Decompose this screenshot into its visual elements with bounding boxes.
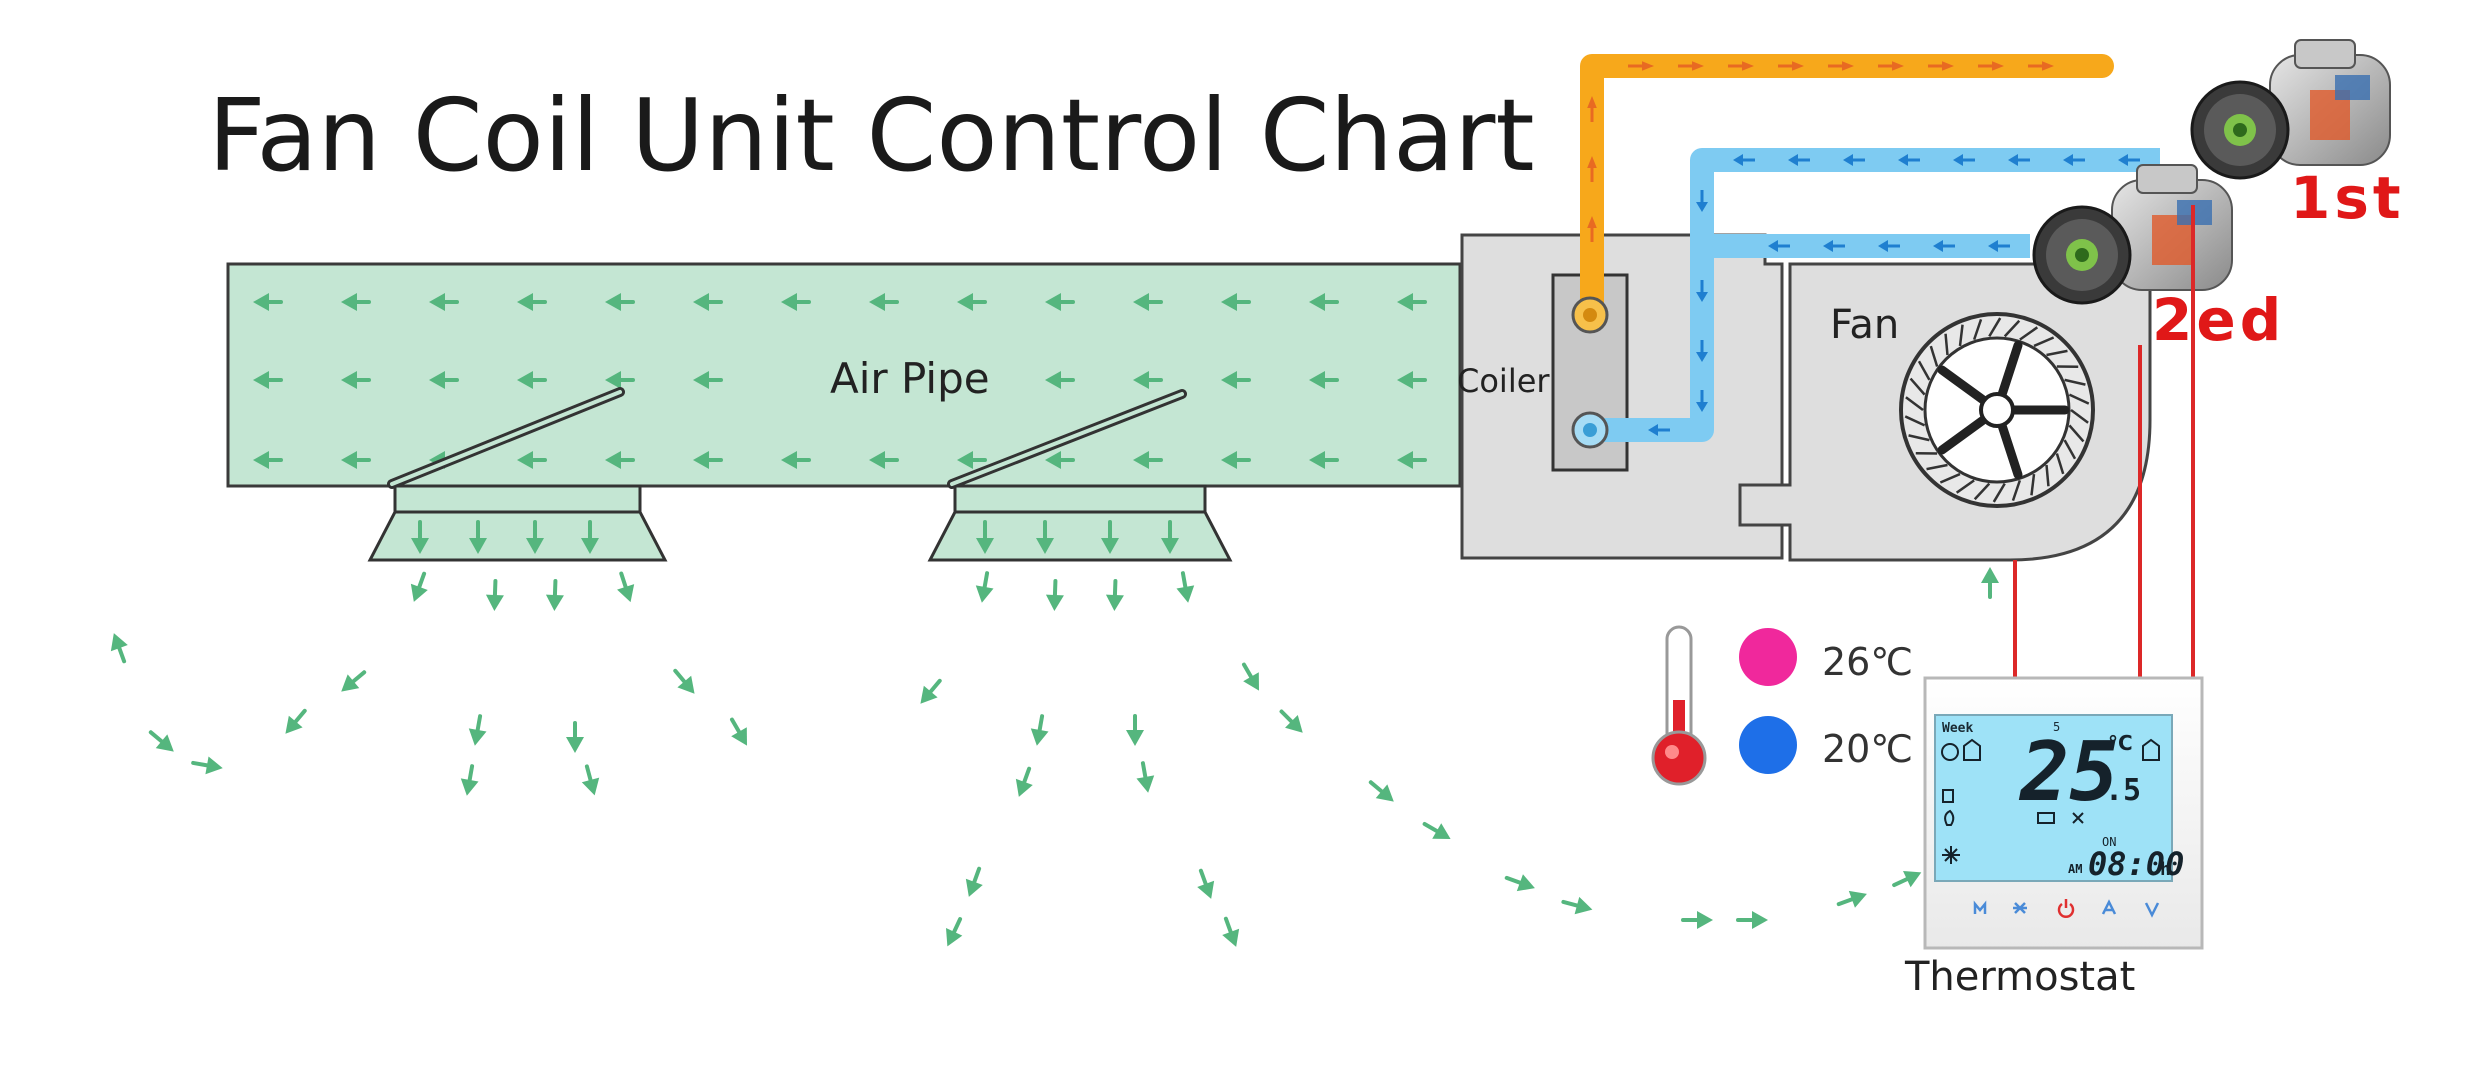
lcd-temperature-decimal: .5: [2105, 773, 2141, 808]
flow-arrow: [1561, 893, 1595, 918]
flow-arrow: [458, 765, 481, 798]
flow-arrow: [1045, 581, 1064, 612]
flow-arrow: [279, 705, 312, 740]
flow-arrow: [1420, 816, 1455, 847]
fan-label: Fan: [1830, 302, 1899, 348]
flow-arrow: [485, 581, 504, 612]
flow-arrow: [1126, 716, 1144, 746]
lcd-hour-unit: h: [2160, 859, 2171, 880]
diagram-title: Fan Coil Unit Control Chart: [208, 77, 1535, 194]
coiler-label: Coiler: [1457, 362, 1550, 400]
flow-arrow: [1504, 869, 1538, 896]
flow-arrow: [939, 915, 968, 950]
flow-arrow: [1738, 911, 1768, 929]
lcd-unit: °C: [2108, 731, 2133, 755]
flow-arrow: [566, 723, 584, 753]
flow-arrow: [1236, 660, 1267, 695]
flow-arrow: [668, 665, 701, 700]
flow-arrow: [1028, 715, 1051, 748]
flow-arrow: [1174, 572, 1197, 605]
flow-arrow: [545, 581, 564, 612]
flow-arrow: [1836, 885, 1870, 912]
compressor-icon: [2034, 165, 2232, 303]
flow-arrow: [1192, 868, 1219, 902]
flow-arrow: [145, 725, 180, 758]
flow-arrow: [1134, 762, 1157, 795]
flow-arrow: [1217, 916, 1244, 950]
flow-arrow: [1105, 581, 1124, 612]
flow-arrow: [973, 572, 996, 605]
stage-1-label: 1st: [2290, 164, 2405, 232]
flow-arrow: [405, 571, 432, 605]
flow-arrow: [724, 715, 755, 750]
thermostat-label: Thermostat: [1904, 954, 2135, 1000]
thermostat: Week 5 25 .5 °C ON AM 08:00 h: [1925, 678, 2202, 948]
lcd-temperature: 25: [2018, 725, 2119, 820]
flow-arrow: [1981, 567, 1999, 597]
flow-arrow: [1365, 775, 1400, 808]
flow-arrow: [1275, 705, 1309, 739]
legend-hot-label: 26℃: [1822, 640, 1913, 684]
flow-arrow: [192, 754, 225, 777]
flow-arrow: [613, 571, 639, 605]
flow-arrow: [335, 665, 370, 698]
flow-arrow: [578, 764, 603, 798]
compressor-icon: [2192, 40, 2390, 178]
flow-arrow: [914, 675, 947, 710]
flow-arrow: [960, 866, 987, 900]
lcd-am-label: AM: [2068, 862, 2082, 876]
air-pipe-label: Air Pipe: [830, 354, 990, 403]
cold-indicator-dot: [1739, 716, 1797, 774]
flow-arrow: [1890, 864, 1925, 893]
lcd-mode: Week: [1942, 721, 1973, 736]
hot-indicator-dot: [1739, 628, 1797, 686]
thermometer-icon: [1653, 627, 1705, 784]
stage-2-label: 2ed: [2152, 286, 2285, 354]
fan-wheel-icon: [1901, 314, 2093, 506]
airflow-arrows-room: [105, 522, 1999, 950]
flow-arrow: [466, 715, 489, 748]
legend-cold-label: 20℃: [1822, 727, 1913, 771]
flow-arrow: [105, 630, 132, 664]
flow-arrow: [1010, 766, 1037, 800]
flow-arrow: [1683, 911, 1713, 929]
